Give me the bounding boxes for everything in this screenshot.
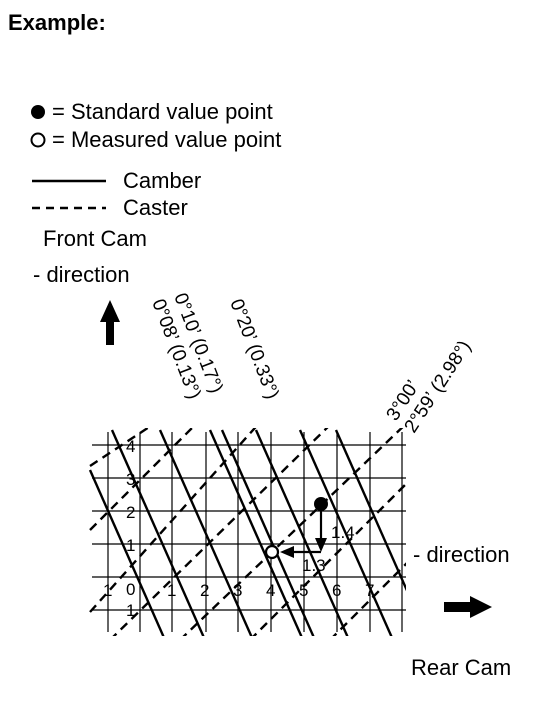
camber-lines [88, 429, 406, 636]
standard-label: = Standard value point [52, 99, 273, 124]
camber-label: Camber [123, 168, 201, 193]
front-direction-label: - direction [33, 262, 130, 287]
up-arrow-icon [100, 300, 120, 345]
horizontal-diff-label: 1.3 [302, 556, 326, 575]
standard-value-point [314, 497, 328, 511]
caster-lines [89, 428, 406, 636]
legend: = Standard value point = Measured value … [30, 99, 281, 220]
rear-cam-title: Rear Cam [411, 655, 511, 680]
x-tick: 5 [299, 581, 308, 600]
caster-label: Caster [123, 195, 188, 220]
alignment-lines [88, 428, 406, 636]
y-tick: 4 [126, 437, 135, 456]
rear-direction-label: - direction [413, 542, 510, 567]
measured-label: = Measured value point [52, 127, 281, 152]
standard-point-marker [31, 105, 45, 119]
x-axis-ticks: 1 1 2 3 4 5 6 7 [103, 581, 374, 600]
x-tick: 2 [200, 581, 209, 600]
heading: Example: [8, 10, 106, 35]
measured-value-point [264, 544, 280, 560]
vertical-offset-arrow [315, 511, 327, 552]
y-tick: 1 [126, 601, 135, 620]
front-cam-title: Front Cam [43, 226, 147, 251]
x-tick: 4 [266, 581, 275, 600]
x-tick: 3 [233, 581, 242, 600]
x-tick: 1 [103, 581, 112, 600]
y-tick: 3 [126, 470, 135, 489]
y-tick: 2 [126, 503, 135, 522]
horizontal-offset-arrow [280, 546, 321, 558]
y-tick: 1 [126, 536, 135, 555]
right-arrow-icon [444, 596, 492, 618]
x-tick: 6 [332, 581, 341, 600]
x-tick: 1 [167, 581, 176, 600]
x-tick: 7 [365, 581, 374, 600]
vertical-diff-label: 1.4 [331, 523, 355, 542]
measured-point-marker [30, 132, 46, 148]
label-0-20: 0°20’ (0.33°) [225, 296, 282, 402]
y-tick: 0 [126, 580, 135, 599]
y-axis-ticks: 4 3 2 1 0 1 [126, 437, 135, 620]
